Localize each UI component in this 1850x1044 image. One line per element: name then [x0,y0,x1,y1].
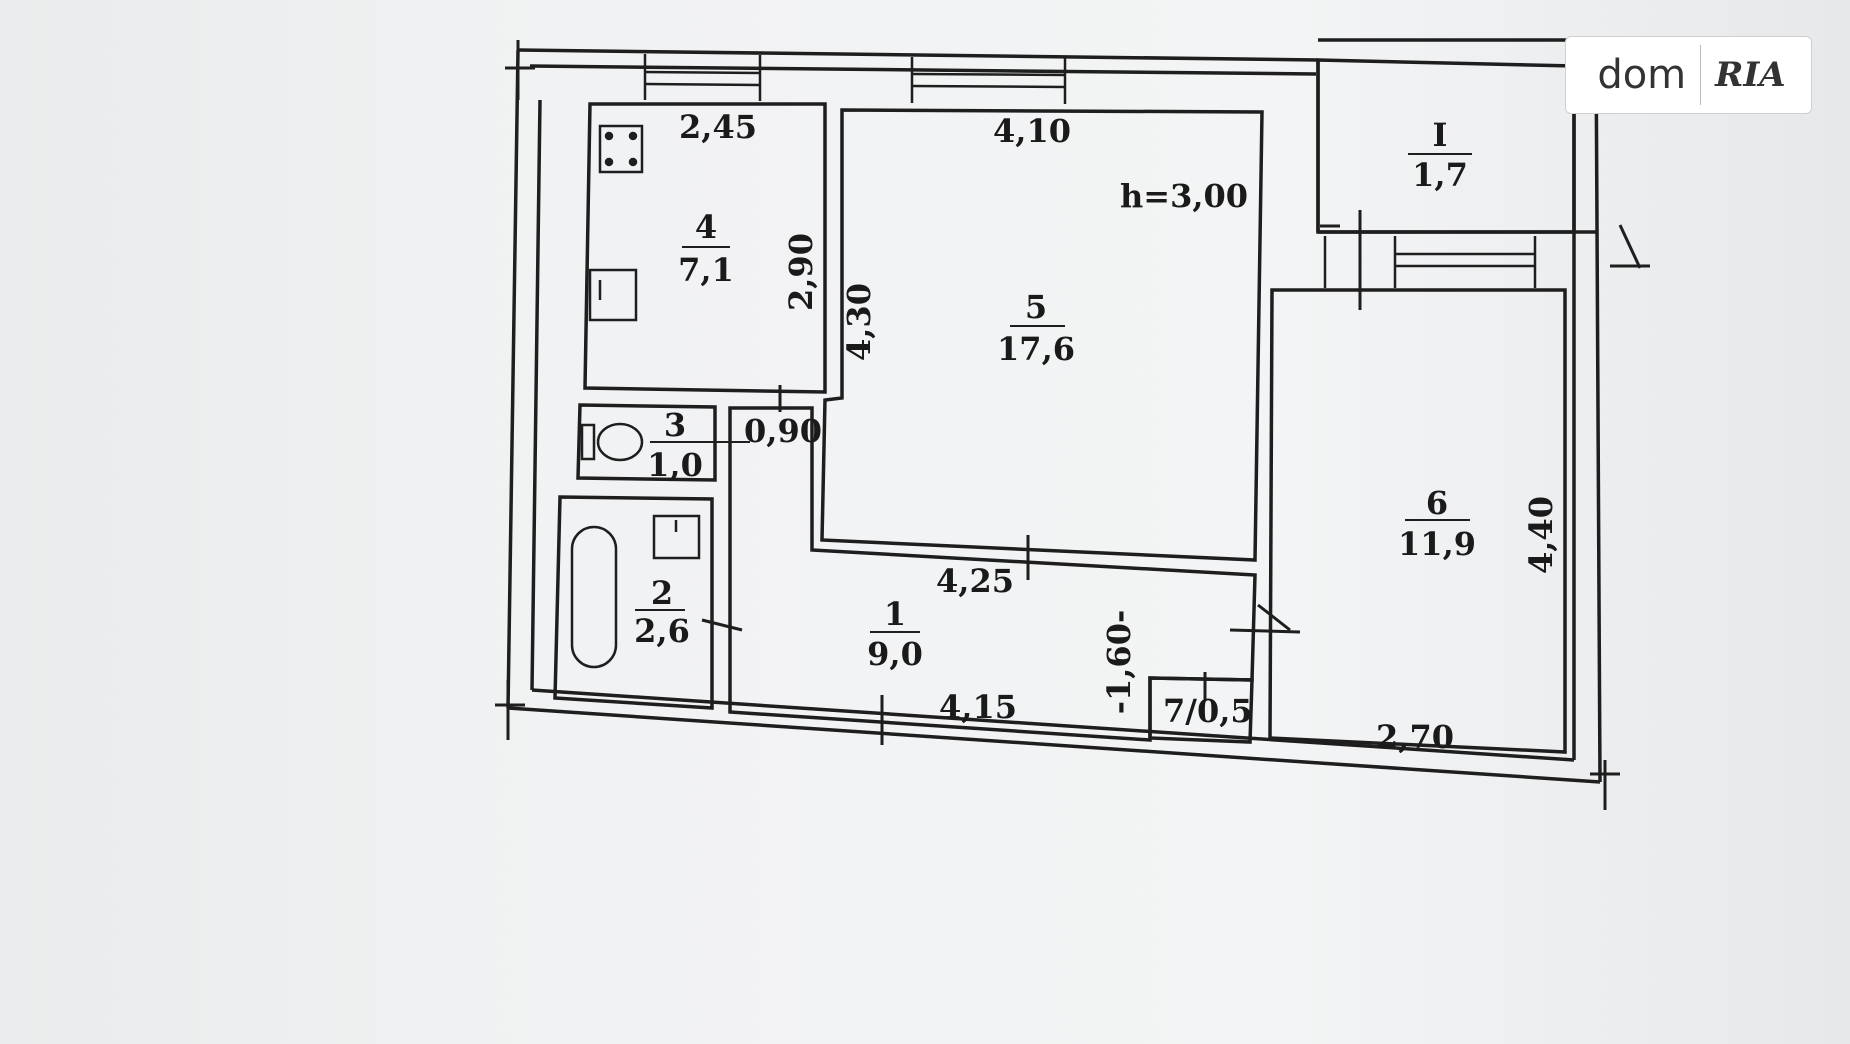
dimension-ticks [495,40,1650,810]
dim-room6-depth: 4,40 [1522,496,1560,574]
room-3-area: 1,0 [647,446,703,484]
dim-wc-width: 0,90 [744,412,822,450]
walls [506,38,1602,784]
room-6-area: 11,9 [1398,525,1476,563]
room-3-number: 3 [664,406,686,444]
sink-icon [588,268,638,322]
dim-room6-width: 2,70 [1376,718,1454,756]
dim-room5-depth: 4,30 [840,283,878,361]
room-1-area: 9,0 [867,635,923,673]
room-1-number: 1 [884,595,906,633]
dim-hall-bottom: 4,15 [939,688,1017,726]
room-4-area: 7,1 [678,251,734,289]
dim-kitchen-width: 2,45 [679,108,757,146]
dim-hall-side: -1,60- [1100,610,1138,715]
toilet-icon [596,422,644,462]
ceiling-height: h=3,00 [1120,177,1248,215]
balcony-area: 1,7 [1412,156,1468,194]
stove-icon [598,124,644,174]
room-2-area: 2,6 [634,612,690,650]
room-5-number: 5 [1025,288,1047,326]
dim-hall-top: 4,25 [936,562,1014,600]
windows [643,54,1537,288]
label-lines [635,153,1472,633]
watermark-logo: dom RIA [1565,36,1812,114]
watermark-left-text: dom [1591,45,1702,105]
fixtures [570,124,701,669]
closet-label: 7/0,5 [1163,692,1253,730]
room-4-number: 4 [695,208,717,246]
balcony-number: I [1433,116,1448,154]
room-6-number: 6 [1426,484,1448,522]
dim-kitchen-depth: 2,90 [782,233,820,311]
dim-room5-width: 4,10 [993,112,1071,150]
watermark-right-text: RIA [1715,55,1786,95]
washbasin-icon [652,514,701,560]
bathtub-icon [570,525,618,669]
room-5-area: 17,6 [997,330,1075,368]
room-2-number: 2 [651,574,673,612]
